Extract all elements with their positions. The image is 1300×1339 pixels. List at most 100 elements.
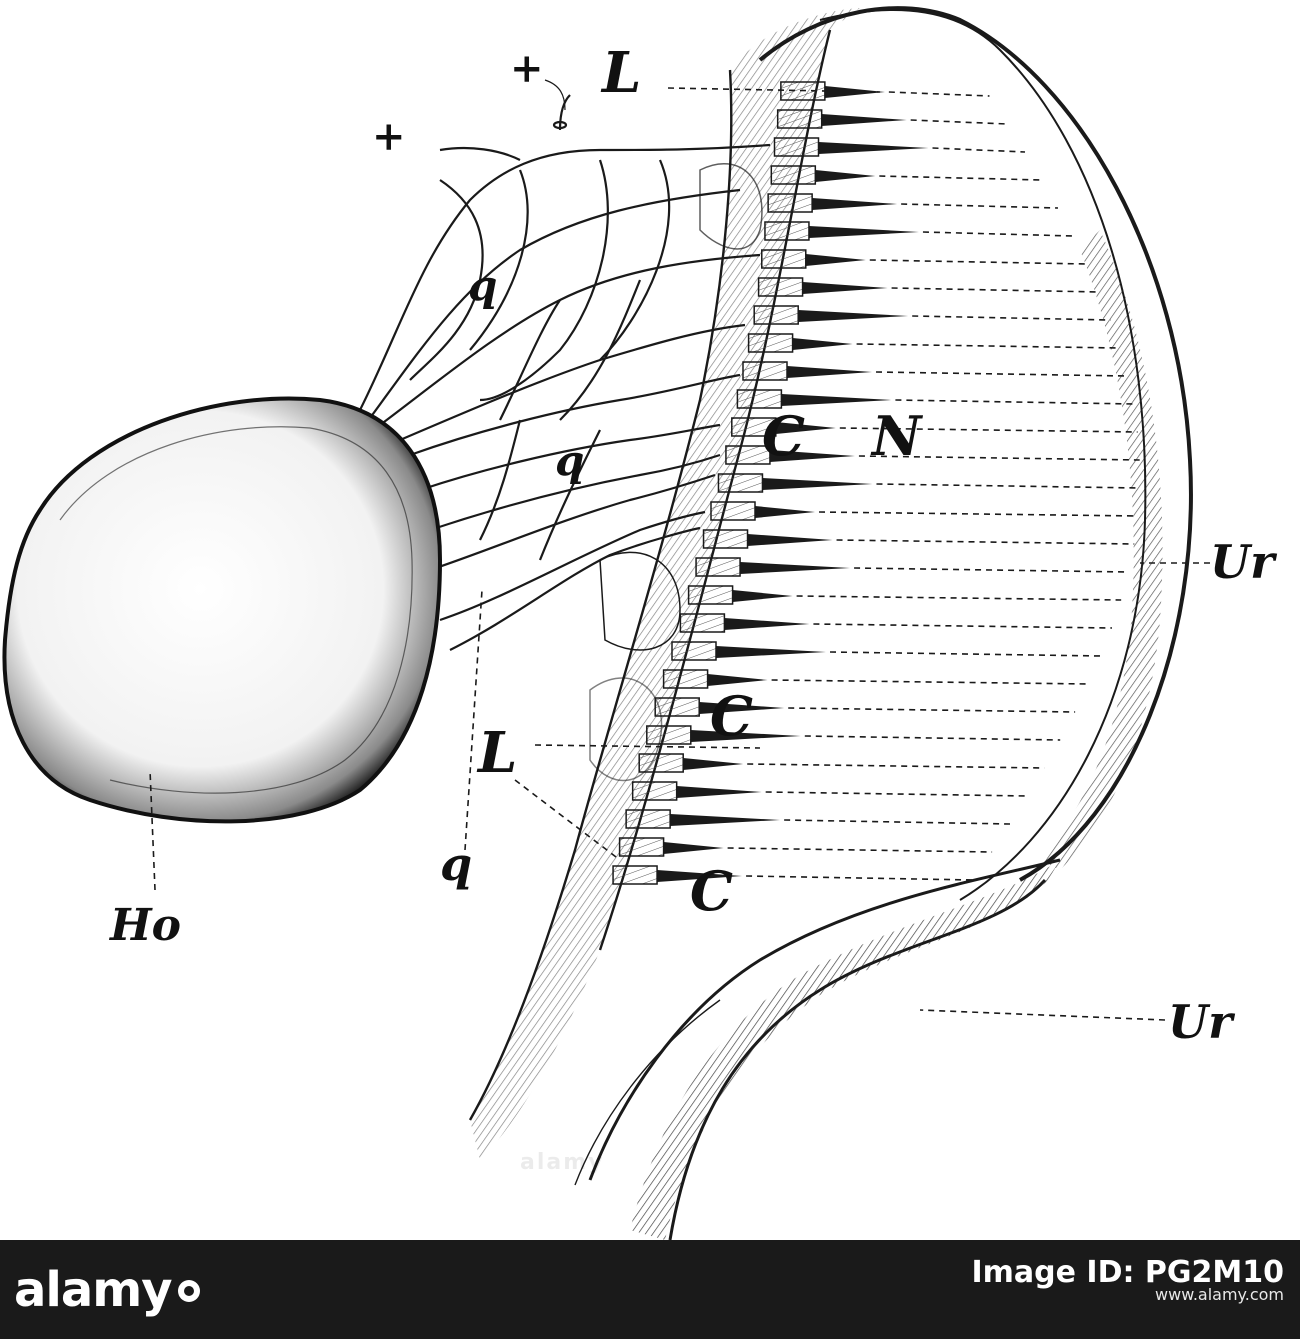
image-url[interactable]: www.alamy.com (1155, 1285, 1284, 1304)
tubule-root (818, 142, 929, 154)
label-plus-left: + (372, 113, 406, 160)
tubule-root (821, 114, 907, 126)
dashed-tubule (869, 259, 1087, 265)
dashed-tubule (932, 147, 1026, 153)
segment-tooth (618, 837, 665, 857)
dashed-tubule (747, 763, 1045, 769)
dashed-tubule (876, 483, 1140, 489)
dashed-tubule (765, 791, 1028, 797)
dashed-tubule (836, 539, 1135, 545)
leader-lines (149, 79, 1210, 1021)
dashed-tubule (818, 511, 1139, 517)
tubule-root (740, 562, 851, 574)
label-Ur-bottom: Ur (1168, 995, 1236, 1049)
tubule-root (663, 842, 724, 854)
tubule-root (732, 590, 793, 602)
dashed-tubule (922, 231, 1074, 237)
dashed-tubule (804, 735, 1061, 741)
segment-tooth (671, 641, 717, 661)
image-info: Image ID: PG2M10 www.alamy.com (971, 1255, 1284, 1306)
image-id-code: Image ID: PG2M10 (971, 1255, 1284, 1290)
segment-tooth (687, 585, 734, 605)
tubule-root (657, 870, 743, 882)
segment-tooth (717, 473, 764, 493)
tubule-root (815, 170, 876, 182)
label-Ho: Ho (108, 900, 181, 951)
tubule-root (781, 394, 892, 406)
label-L-lower: L (476, 720, 517, 786)
tubule-root (769, 450, 855, 462)
label-C-lower: C (710, 684, 753, 748)
segment-tooth (747, 333, 794, 353)
dashed-tubule (888, 91, 990, 97)
diagram-labels: + + L q q C N Ur C L C q Ho Ur (108, 40, 1278, 1049)
tubule-root (805, 254, 866, 266)
segment-tooth (612, 865, 658, 885)
segment-rows (612, 81, 929, 885)
vessel-network (359, 94, 771, 651)
dashed-tubule (856, 343, 1120, 349)
label-L-top: L (600, 40, 641, 106)
tubule-root (716, 646, 826, 658)
tubule-root (670, 814, 781, 826)
tubule-root (798, 310, 909, 322)
alamy-logo[interactable]: alamy (14, 1262, 200, 1318)
label-C-bottom: C (690, 859, 733, 923)
tubule-root (683, 758, 744, 770)
logo-mark-icon (177, 1280, 200, 1302)
dashed-tubule (746, 875, 974, 881)
dashed-tubule (839, 427, 1138, 433)
dashed-tubule (879, 175, 1042, 181)
dashed-tubule (891, 287, 1100, 293)
dashed-tubule (784, 819, 1011, 825)
label-q-middle: q (555, 436, 584, 485)
segment-tooth (710, 501, 756, 521)
tubule-root (787, 366, 872, 378)
segment-tooth (742, 361, 788, 381)
segment-tooth (761, 249, 807, 269)
dashed-tubule (796, 595, 1122, 601)
stock-footer: alamy Image ID: PG2M10 www.alamy.com (0, 1240, 1300, 1339)
segment-tooth (702, 529, 749, 549)
dashed-tubule (854, 567, 1129, 573)
segment-tooth (631, 781, 678, 801)
tubule-root (676, 786, 762, 798)
segment-tooth (767, 193, 813, 213)
dashed-tubule (910, 119, 1008, 125)
tubule-root (724, 618, 810, 630)
dome-outline (758, 6, 1193, 901)
dashed-tubule (727, 847, 993, 853)
dashed-tubule (829, 651, 1102, 657)
segment-tooth (662, 669, 709, 689)
label-Ur-right: Ur (1210, 535, 1278, 589)
dashed-tubule (901, 203, 1059, 209)
segment-tooth (695, 557, 741, 577)
dashed-tubule (813, 623, 1112, 629)
label-C-mid: C (762, 404, 805, 468)
segment-tooth (638, 753, 684, 773)
segment-tooth (654, 697, 700, 717)
dashed-tubule (771, 679, 1089, 685)
segment-tooth (757, 277, 804, 297)
dashed-tubule (895, 399, 1134, 405)
label-N-mid: N (870, 404, 924, 468)
tubule-root (812, 198, 898, 210)
tubule-root (690, 730, 801, 742)
dashed-tubule (875, 371, 1128, 377)
dashed-tubule (788, 707, 1076, 713)
segment-tooth (753, 305, 799, 325)
tubule-root (762, 478, 873, 490)
tubule-root (755, 506, 815, 518)
segment-tooth (646, 725, 692, 745)
tubule-root (802, 282, 888, 294)
band-lobes (589, 163, 763, 782)
tubule-root (775, 422, 836, 434)
tubule-root (792, 338, 853, 350)
tubule-root (747, 534, 833, 546)
dashed-tubule (858, 455, 1140, 461)
segment-tooth (764, 221, 810, 241)
logo-text: alamy (14, 1262, 173, 1318)
ho-body (2, 396, 443, 824)
tubule-root (699, 702, 785, 714)
ureter-tail (574, 858, 1061, 1240)
